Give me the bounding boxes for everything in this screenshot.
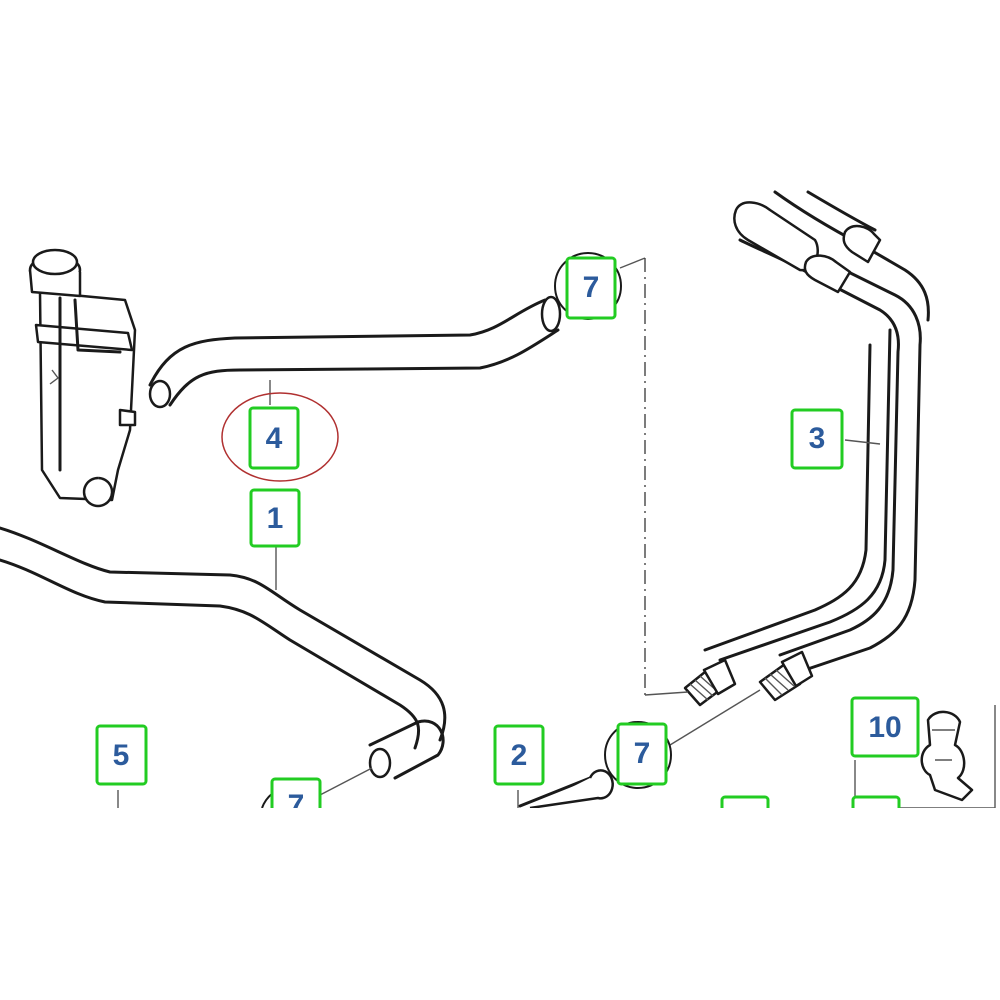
crop-band <box>0 808 1000 1000</box>
callout-1[interactable]: 1 <box>249 488 301 548</box>
hose-part-4 <box>148 295 562 409</box>
hose-part-1 <box>0 526 447 780</box>
svg-text:7: 7 <box>634 737 651 770</box>
pipe-assembly-part-3 <box>683 190 930 707</box>
svg-text:5: 5 <box>113 739 130 772</box>
svg-text:1: 1 <box>267 502 284 535</box>
hose-part-2 <box>518 769 614 810</box>
callout-3[interactable]: 3 <box>790 408 844 470</box>
expansion-tank <box>28 248 137 508</box>
callout-7-bottom-center[interactable]: 7 <box>616 722 668 786</box>
callout-2[interactable]: 2 <box>493 724 545 786</box>
highlight-ring <box>221 392 339 482</box>
svg-text:3: 3 <box>809 422 826 455</box>
callout-7-top[interactable]: 7 <box>565 256 617 320</box>
callout-10[interactable]: 10 <box>850 696 920 758</box>
svg-text:7: 7 <box>583 271 600 304</box>
callout-5[interactable]: 5 <box>95 724 148 786</box>
svg-text:4: 4 <box>266 422 283 455</box>
leader-lines <box>117 257 881 808</box>
svg-text:2: 2 <box>511 739 528 772</box>
callout-4[interactable]: 4 <box>248 406 300 470</box>
svg-text:10: 10 <box>868 711 901 744</box>
